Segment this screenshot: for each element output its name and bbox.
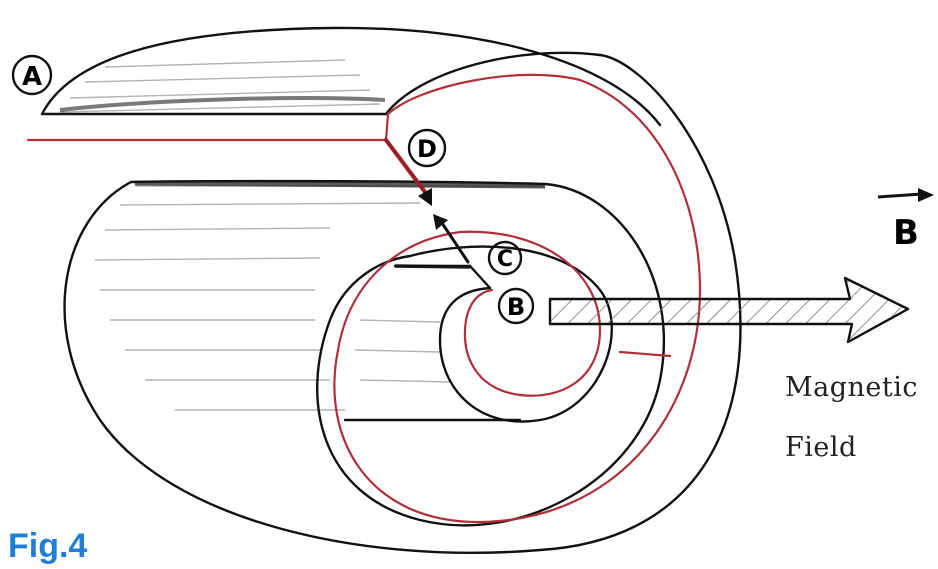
- magnetic-field-arrow: [550, 278, 908, 342]
- cylinder-shading: [60, 60, 545, 410]
- field-label-line2: Field: [785, 432, 857, 463]
- label-c: C: [489, 242, 521, 274]
- svg-text:A: A: [22, 62, 42, 92]
- field-vector-label: B: [893, 213, 919, 253]
- figure-caption: Fig.4: [8, 526, 87, 566]
- label-d: D: [409, 130, 445, 166]
- svg-text:D: D: [417, 135, 437, 163]
- field-vector-symbol: B: [878, 188, 934, 253]
- svg-text:B: B: [507, 293, 525, 321]
- field-label-line1: Magnetic: [785, 372, 918, 403]
- arrow-c: [440, 220, 468, 262]
- label-a: A: [13, 56, 51, 94]
- svg-text:C: C: [497, 247, 513, 272]
- label-b: B: [499, 289, 533, 323]
